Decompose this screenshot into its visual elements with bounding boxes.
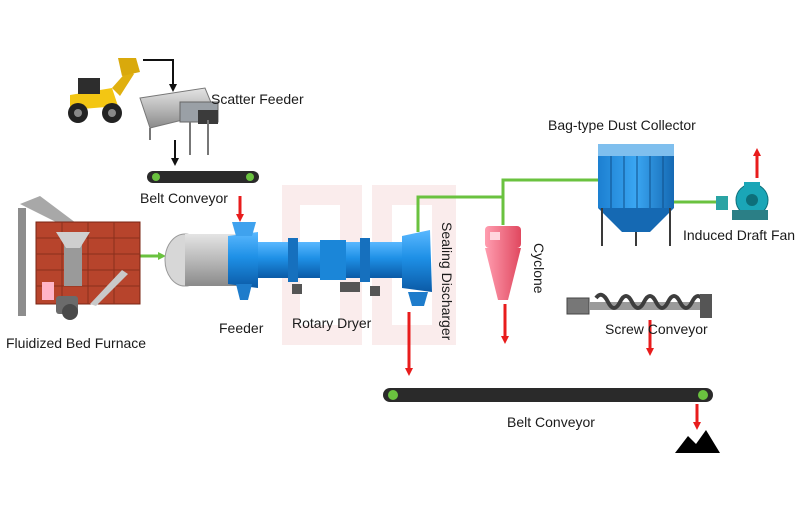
label-bag-dust-collector: Bag-type Dust Collector	[548, 117, 696, 133]
bag-dust-collector	[598, 144, 674, 246]
air-flow-lines	[140, 178, 722, 260]
cyclone-to-collector-flow	[501, 178, 612, 197]
loader-to-feeder-arrow	[143, 59, 177, 92]
wheel-loader	[68, 58, 140, 123]
scatter-feeder	[139, 87, 219, 155]
label-belt-conveyor-bottom: Belt Conveyor	[507, 414, 595, 430]
label-induced-draft-fan: Induced Draft Fan	[683, 227, 795, 243]
rotary-dryer	[164, 222, 432, 306]
fluidized-bed-furnace	[18, 196, 141, 320]
belt-conveyor-bottom	[383, 388, 713, 402]
label-feeder: Feeder	[219, 320, 264, 336]
screw-conveyor	[566, 292, 712, 318]
label-rotary-dryer: Rotary Dryer	[292, 315, 372, 331]
cyclone	[485, 226, 521, 300]
label-belt-conveyor-top: Belt Conveyor	[140, 190, 228, 206]
label-screw-conveyor: Screw Conveyor	[605, 321, 708, 337]
product-pile	[675, 430, 720, 453]
label-scatter-feeder: Scatter Feeder	[211, 91, 304, 107]
label-cyclone: Cyclone	[531, 243, 547, 294]
label-fluidized-bed-furnace: Fluidized Bed Furnace	[6, 335, 146, 351]
label-sealing-discharger: Sealing Discharger	[439, 222, 455, 341]
induced-draft-fan	[716, 182, 769, 220]
discharger-to-cyclone-flow	[416, 195, 505, 232]
belt-conveyor-top	[147, 171, 259, 183]
